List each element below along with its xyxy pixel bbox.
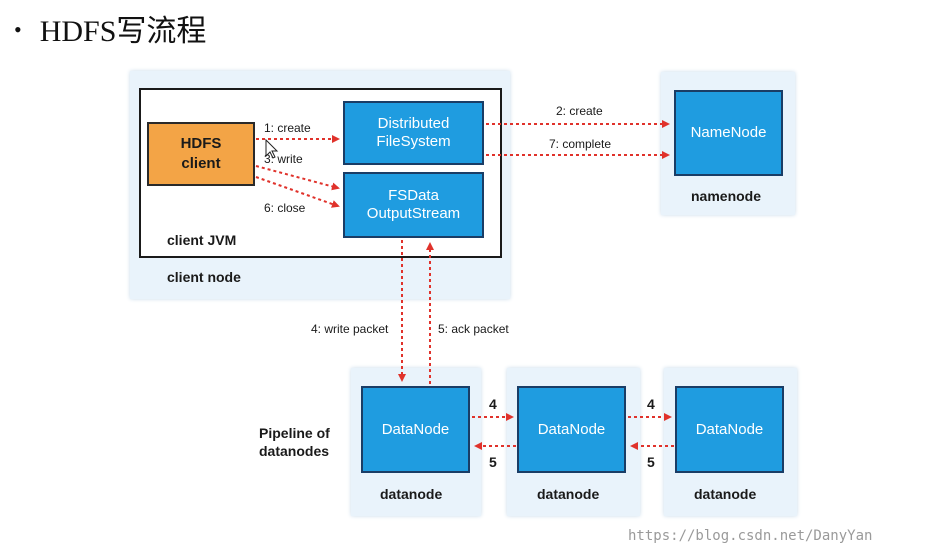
namenode-box: NameNode <box>674 90 783 176</box>
label-close: 6: close <box>264 201 306 215</box>
datanode-label-1: datanode <box>380 486 443 502</box>
label-complete: 7: complete <box>549 137 612 151</box>
label-create: 1: create <box>264 121 311 135</box>
distributed-filesystem-box: Distributed FileSystem <box>343 101 484 165</box>
label-pipe-fwd-2: 4 <box>647 396 655 412</box>
label-nn-create: 2: create <box>556 104 603 118</box>
datanode-box-1: DataNode <box>361 386 470 473</box>
client-node-label: client node <box>167 269 241 285</box>
pipeline-label: Pipeline of datanodes <box>259 425 330 459</box>
datanode-box-2: DataNode <box>517 386 626 473</box>
datanode-box-3: DataNode <box>675 386 784 473</box>
bullet: • <box>14 17 22 42</box>
datanode-label-3: datanode <box>694 486 757 502</box>
arrow-write <box>255 165 340 191</box>
datanode-label-2: datanode <box>537 486 600 502</box>
arrow-close <box>255 176 340 208</box>
hdfs-client-box: HDFS client <box>147 122 255 186</box>
label-write-packet: 4: write packet <box>311 322 389 336</box>
label-write: 3: write <box>264 152 303 166</box>
label-pipe-fwd-1: 4 <box>489 396 497 412</box>
client-jvm-label: client JVM <box>167 232 237 248</box>
label-pipe-back-1: 5 <box>489 454 497 470</box>
slide-title: • HDFS写流程 <box>14 6 206 50</box>
fsdata-outputstream-box: FSData OutputStream <box>343 172 484 238</box>
namenode-label: namenode <box>691 188 762 204</box>
label-ack-packet: 5: ack packet <box>438 322 509 336</box>
title-text: HDFS写流程 <box>39 15 207 48</box>
watermark: https://blog.csdn.net/DanyYan <box>628 528 873 544</box>
label-pipe-back-2: 5 <box>647 454 655 470</box>
mouse-cursor-icon <box>265 138 279 159</box>
